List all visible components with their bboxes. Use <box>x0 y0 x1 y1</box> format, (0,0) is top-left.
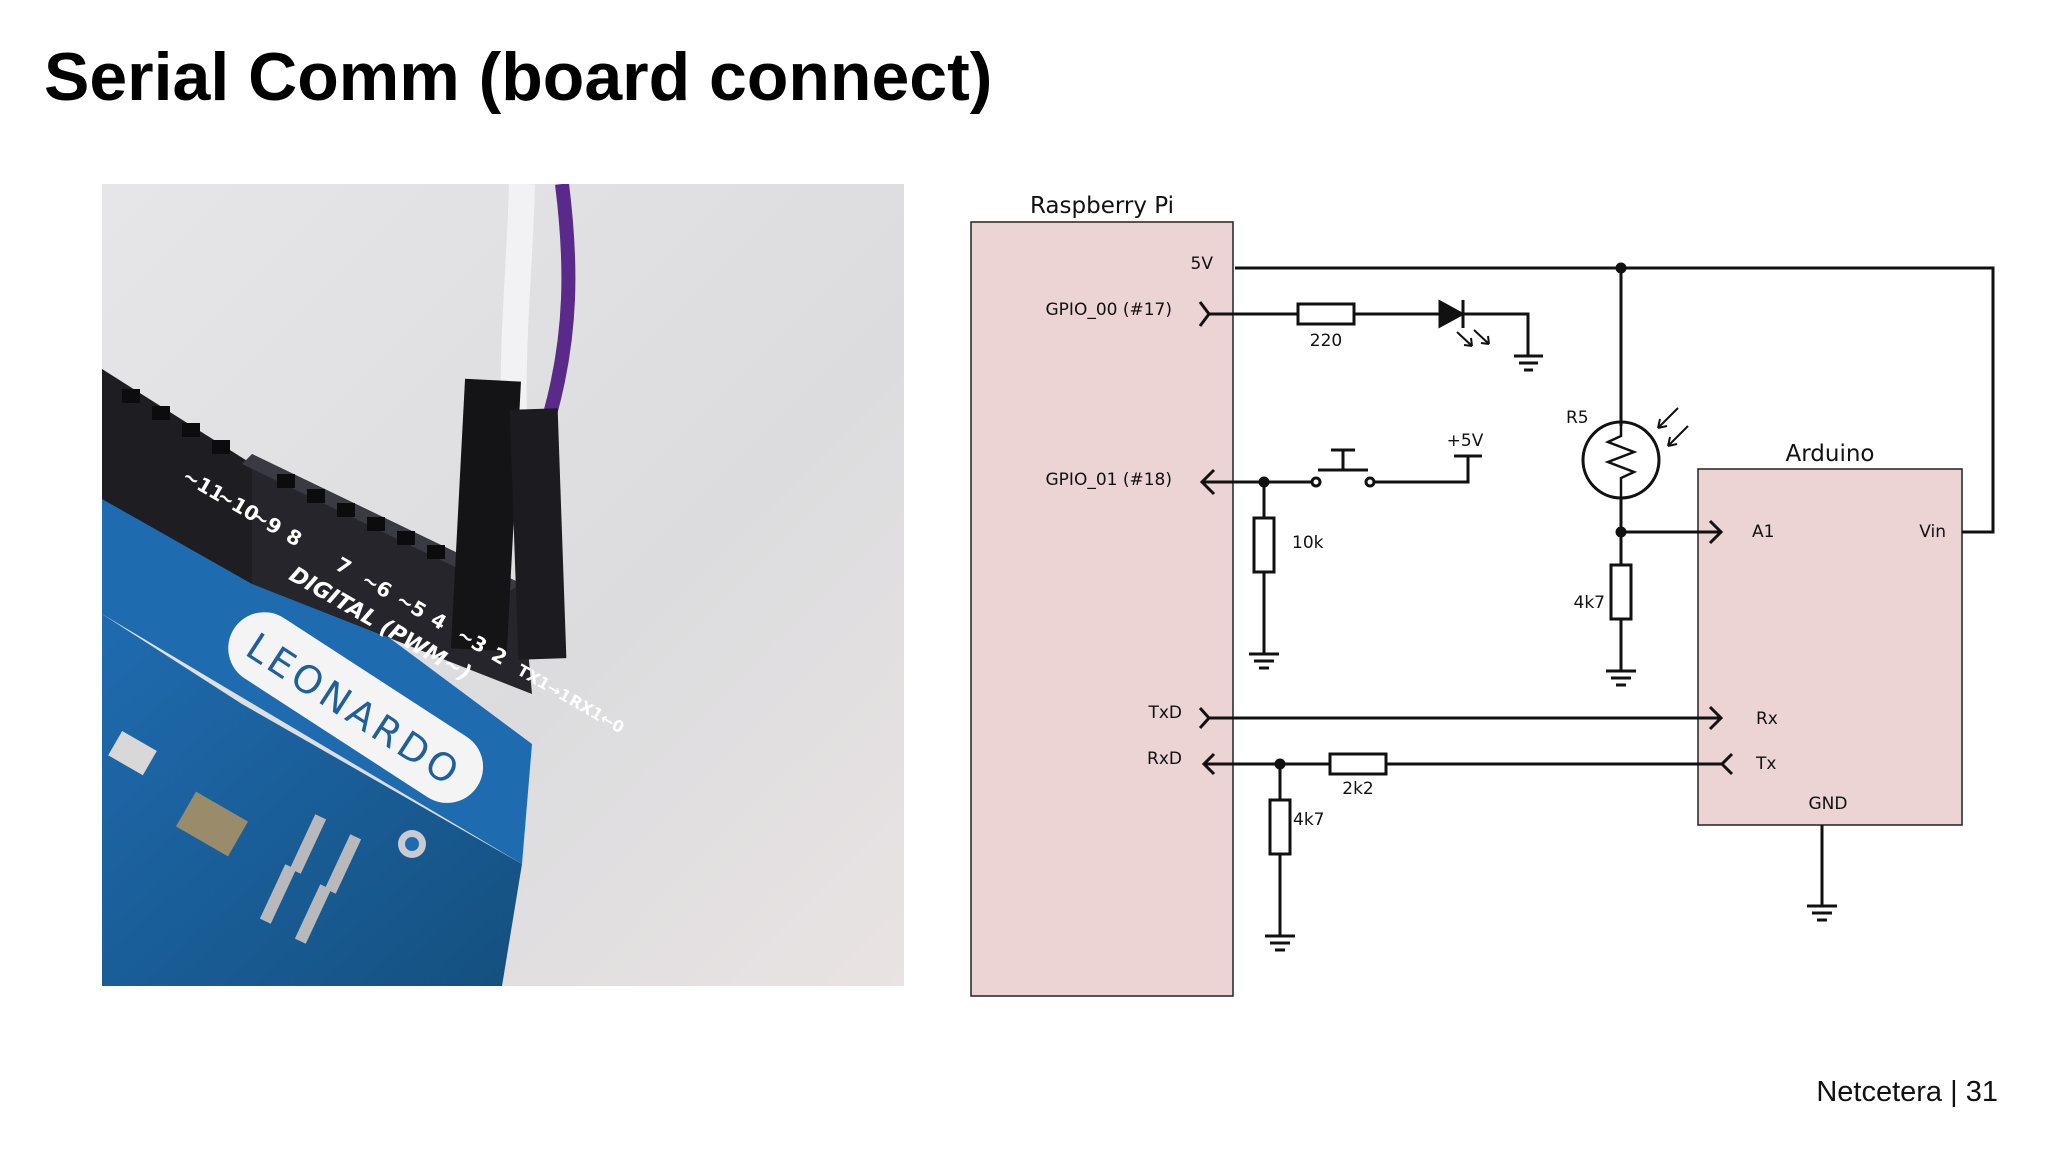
resistor-220 <box>1296 302 1356 326</box>
pin-txd: TxD <box>1147 703 1182 723</box>
footer-brand: Netcetera <box>1816 1076 1943 1108</box>
resistor-2k2 <box>1328 752 1388 776</box>
tx-arrow <box>1719 752 1734 776</box>
switch-contact <box>1310 476 1322 488</box>
pin-vin: Vin <box>1919 522 1946 542</box>
resistor-4k7-top <box>1609 563 1633 621</box>
jumper-connector-2 <box>509 408 567 660</box>
pin-rx: Rx <box>1756 709 1778 729</box>
raspberry-pi-title: Raspberry Pi <box>1030 193 1174 219</box>
pin-gpio00: GPIO_00 (#17) <box>1046 300 1173 320</box>
rx-arrow <box>1708 705 1724 731</box>
pin-a1: A1 <box>1752 522 1774 542</box>
pin-5v: 5V <box>1191 254 1214 274</box>
jumper-connector-1 <box>450 378 521 652</box>
page-number: 31 <box>1965 1076 1998 1108</box>
ground-symbol <box>1265 934 1295 952</box>
circuit-schematic: Raspberry Pi Arduino 5V GPIO_00 (#17) GP… <box>960 180 2020 1010</box>
pin-rxd: RxD <box>1147 749 1182 769</box>
led-emission-arrow <box>1456 331 1473 347</box>
footer-separator: | <box>1950 1076 1958 1108</box>
label-r5: R5 <box>1566 408 1589 428</box>
pin-gnd: GND <box>1809 794 1848 814</box>
ground-symbol <box>1249 652 1279 670</box>
label-4k7-top: 4k7 <box>1574 593 1605 613</box>
a1-arrow <box>1708 519 1724 545</box>
purple-jumper-wire <box>543 184 576 416</box>
pin-gpio01: GPIO_01 (#18) <box>1046 470 1173 490</box>
smd-component <box>108 731 157 776</box>
ground-symbol <box>1807 904 1837 922</box>
raspberry-pi-block <box>970 221 1234 997</box>
light-arrow <box>1657 407 1679 429</box>
schematic-canvas: Raspberry Pi Arduino 5V GPIO_00 (#17) GP… <box>970 193 1995 997</box>
arduino-block <box>1697 468 1963 826</box>
pin-tx: Tx <box>1755 754 1776 774</box>
ground-symbol <box>1514 354 1543 372</box>
pcb-board <box>102 614 522 986</box>
white-jumper-wire <box>500 184 535 415</box>
slide-title: Serial Comm (board connect) <box>44 39 993 115</box>
label-plus5v: +5V <box>1447 431 1484 451</box>
led <box>1438 299 1466 329</box>
resistor-10k <box>1252 516 1276 574</box>
arduino-photo: ~11 ~10 ~9 8 7 ~6 ~5 4 ~3 2 TX1→1 RX1←0 … <box>102 184 904 986</box>
push-button <box>1318 448 1368 472</box>
pin-header-left <box>102 369 252 584</box>
label-4k7-bottom: 4k7 <box>1293 810 1324 830</box>
plus5v-tap <box>1374 454 1482 484</box>
crystal <box>176 791 248 857</box>
ground-symbol <box>1606 669 1636 687</box>
wire-5v-rail <box>1235 266 1995 534</box>
label-2k2: 2k2 <box>1342 779 1373 799</box>
arduino-title: Arduino <box>1785 441 1874 467</box>
icsp-pins <box>259 814 362 944</box>
header-holes <box>122 389 445 559</box>
resistor-4k7-bottom <box>1268 798 1292 856</box>
label-10k: 10k <box>1292 533 1324 553</box>
arduino-photo-illustration: ~11 ~10 ~9 8 7 ~6 ~5 4 ~3 2 TX1→1 RX1←0 … <box>102 184 904 986</box>
slide-footer: Netcetera | 31 <box>1816 1076 1998 1109</box>
label-r220: 220 <box>1310 331 1342 351</box>
